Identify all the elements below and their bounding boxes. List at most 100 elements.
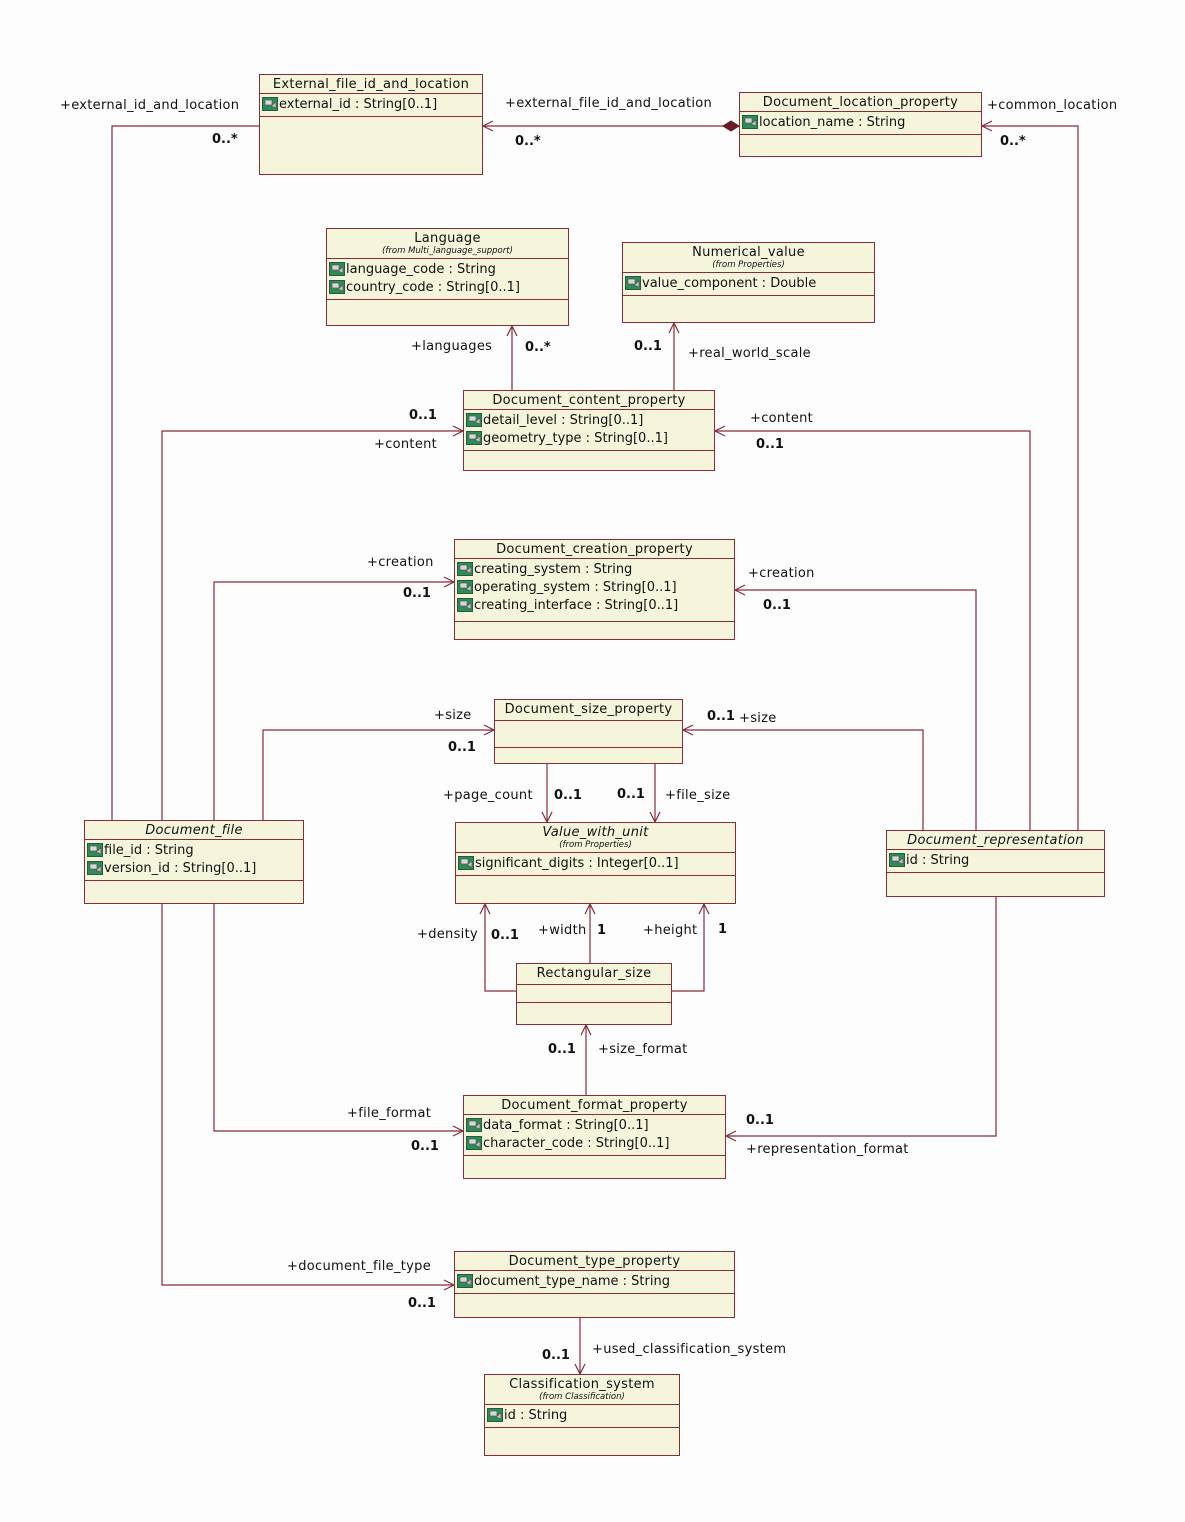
attribute-compartment: id : String (887, 849, 1104, 872)
attribute: data_format : String[0..1] (466, 1116, 723, 1134)
attribute: detail_level : String[0..1] (466, 411, 712, 429)
attribute: document_type_name : String (457, 1272, 732, 1290)
multiplicity: 0..1 (707, 709, 735, 724)
multiplicity: 0..* (525, 340, 551, 355)
class-package: (from Multi_language_support) (382, 246, 513, 256)
attribute-text: file_id : String (104, 842, 194, 858)
operation-compartment (623, 295, 874, 296)
class-numerical-value[interactable]: Numerical_value (from Properties) value_… (622, 242, 875, 323)
arrowhead (681, 724, 694, 736)
attribute-text: id : String (906, 852, 970, 868)
operation-compartment (517, 1002, 671, 1003)
attribute-compartment: document_type_name : String (455, 1270, 734, 1293)
class-name: Document_type_property (508, 1254, 681, 1269)
class-document-size-property[interactable]: Document_size_property (494, 699, 683, 764)
arrowhead (733, 584, 746, 596)
multiplicity: 0..1 (491, 928, 519, 943)
attribute-text: country_code : String[0..1] (346, 279, 520, 295)
class-document-file[interactable]: Document_file file_id : String version_i… (84, 820, 304, 904)
attribute: file_id : String (87, 841, 301, 859)
attribute-text: id : String (504, 1407, 568, 1423)
class-package: (from Classification) (539, 1392, 625, 1402)
attribute-icon (466, 1118, 482, 1132)
role-label: +content (750, 411, 814, 426)
class-name: Document_location_property (762, 95, 959, 110)
attribute-text: location_name : String (759, 114, 906, 130)
multiplicity: 0..1 (548, 1042, 576, 1057)
class-language[interactable]: Language (from Multi_language_support) l… (326, 228, 569, 326)
attribute-icon (262, 97, 278, 111)
attribute-compartment: data_format : String[0..1] character_cod… (464, 1114, 725, 1155)
multiplicity: 0..1 (763, 598, 791, 613)
attribute-text: value_component : Double (642, 275, 817, 291)
class-document-representation[interactable]: Document_representation id : String (886, 830, 1105, 897)
attribute-compartment: significant_digits : Integer[0..1] (456, 852, 735, 875)
composition-diamond (722, 120, 740, 132)
attribute-icon (457, 580, 473, 594)
multiplicity: 0..1 (403, 586, 431, 601)
attribute: significant_digits : Integer[0..1] (458, 854, 733, 872)
operation-compartment (464, 450, 714, 451)
attribute: id : String (889, 851, 1102, 869)
operation-compartment (887, 872, 1104, 873)
multiplicity: 0..1 (542, 1348, 570, 1363)
attribute-icon (466, 1136, 482, 1150)
assoc-line (672, 904, 705, 992)
attribute: id : String (487, 1406, 677, 1424)
class-document-content-property[interactable]: Document_content_property detail_level :… (463, 390, 715, 471)
arrowhead (506, 324, 518, 337)
operation-compartment (485, 1427, 679, 1428)
arrowhead (698, 902, 710, 915)
attribute: value_component : Double (625, 274, 872, 292)
multiplicity: 0..* (1000, 134, 1026, 149)
attribute-icon (889, 853, 905, 867)
attribute: geometry_type : String[0..1] (466, 429, 712, 447)
class-classification-system[interactable]: Classification_system (from Classificati… (484, 1374, 680, 1456)
operation-compartment (260, 116, 482, 117)
assoc-line (982, 125, 1079, 830)
class-document-location-property[interactable]: Document_location_property location_name… (739, 92, 982, 157)
class-rectangular-size[interactable]: Rectangular_size (516, 963, 672, 1025)
class-document-type-property[interactable]: Document_type_property document_type_nam… (454, 1251, 735, 1318)
operation-compartment (456, 875, 735, 876)
attribute-text: character_code : String[0..1] (483, 1135, 670, 1151)
role-label: +common_location (987, 98, 1118, 113)
role-label: +file_format (347, 1106, 432, 1121)
assoc-line (161, 430, 463, 820)
attribute: operating_system : String[0..1] (457, 578, 732, 596)
multiplicity: 1 (718, 922, 728, 937)
assoc-line (715, 430, 1031, 830)
attribute: location_name : String (742, 113, 979, 131)
operation-compartment (455, 621, 734, 622)
arrowhead (980, 120, 993, 132)
attribute-icon (466, 413, 482, 427)
class-name: Rectangular_size (536, 966, 652, 981)
class-external-file-id-and-location[interactable]: External_file_id_and_location external_i… (259, 74, 483, 175)
class-document-format-property[interactable]: Document_format_property data_format : S… (463, 1095, 726, 1179)
role-label: +creation (367, 555, 434, 570)
arrowhead (668, 321, 680, 334)
class-name: Document_file (145, 823, 243, 838)
attribute-text: significant_digits : Integer[0..1] (475, 855, 679, 871)
operation-compartment (85, 880, 303, 881)
arrowhead (713, 425, 726, 437)
attribute-icon (742, 115, 758, 129)
attribute: creating_interface : String[0..1] (457, 596, 732, 614)
class-name: Language (414, 231, 481, 246)
arrowhead (580, 1023, 592, 1036)
role-label: +size (739, 711, 777, 726)
class-value-with-unit[interactable]: Value_with_unit (from Properties) signif… (455, 822, 736, 904)
class-name: Document_size_property (504, 702, 673, 717)
arrowhead (481, 120, 494, 132)
assoc-line (161, 904, 454, 1286)
attribute-text: geometry_type : String[0..1] (483, 430, 668, 446)
role-label: +languages (411, 339, 493, 354)
attribute-icon (466, 431, 482, 445)
class-document-creation-property[interactable]: Document_creation_property creating_syst… (454, 539, 735, 640)
assoc-line (484, 904, 516, 992)
assoc-line (683, 729, 924, 830)
attribute-icon (457, 1274, 473, 1288)
attribute: country_code : String[0..1] (329, 278, 566, 296)
